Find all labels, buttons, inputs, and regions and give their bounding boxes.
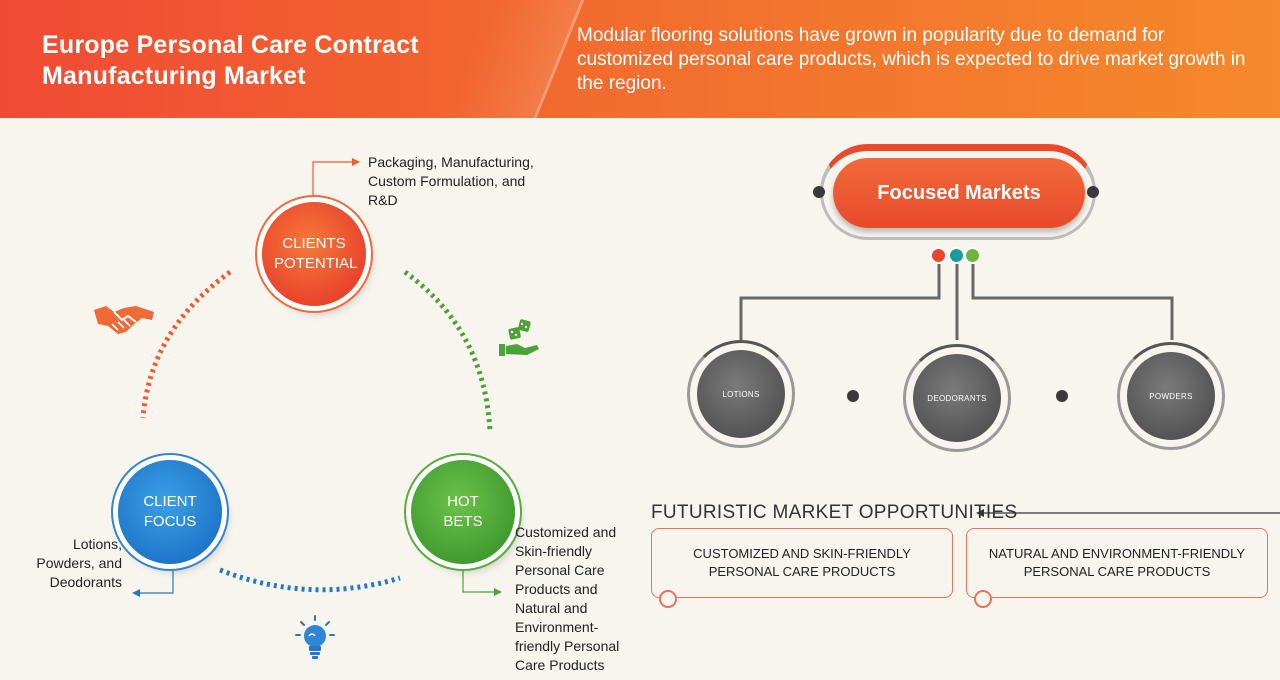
market-separator-2 [1056, 390, 1068, 402]
connector-lotions [739, 262, 941, 340]
hot-bets-label: HOT BETS [443, 493, 483, 530]
market-ring-powders [1117, 342, 1225, 450]
arc-orange [140, 269, 232, 419]
opportunities-arrow-head [976, 509, 984, 517]
focused-markets-dot-red [932, 249, 945, 262]
client-focus-label: CLIENT FOCUS [143, 493, 197, 530]
client-focus-note: Lotions, Powders, and Deodorants [36, 536, 122, 590]
page-title: Europe Personal Care Contract Manufactur… [42, 31, 419, 90]
clients-potential-note: Packaging, Manufacturing, Custom Formula… [368, 154, 534, 208]
market-separator-1 [847, 390, 859, 402]
opportunity-box-1: CUSTOMIZED AND SKIN-FRIENDLY PERSONAL CA… [651, 528, 953, 598]
connector-powders [971, 262, 1174, 340]
lightbulb-icon [295, 615, 335, 659]
market-ring-deodorants [903, 344, 1011, 452]
hand-dice-icon [499, 319, 539, 356]
opportunity-marker-2 [974, 590, 992, 608]
opportunities-title: FUTURISTIC MARKET OPPORTUNITIES [651, 502, 1018, 523]
arc-green [403, 269, 493, 433]
header-description: Modular flooring solutions have grown in… [577, 25, 1246, 94]
hot-bets-circle: HOT BETS [411, 460, 515, 564]
handshake-icon [94, 306, 154, 334]
opportunity-box-2: NATURAL AND ENVIRONMENT-FRIENDLY PERSONA… [966, 528, 1268, 598]
connector-hot-bets [462, 562, 494, 593]
market-lotions: LOTIONS [697, 350, 785, 438]
market-ring-lotions [687, 340, 795, 448]
arc-blue [219, 567, 401, 593]
connector-client-focus [140, 562, 174, 594]
market-powders: POWDERS [1127, 352, 1215, 440]
connector-clients-potential [312, 161, 352, 198]
opportunity-text-2: NATURAL AND ENVIRONMENT-FRIENDLY PERSONA… [988, 546, 1246, 579]
frame-dot-left [813, 186, 825, 198]
opportunity-marker-1 [659, 590, 677, 608]
focused-markets-dot-green [966, 249, 979, 262]
clients-potential-circle: CLIENTS POTENTIAL [262, 202, 366, 306]
focused-markets-dot-teal [950, 249, 963, 262]
frame-dot-right [1087, 186, 1099, 198]
focused-markets-title: Focused Markets [833, 158, 1085, 228]
clients-potential-label: CLIENTS POTENTIAL [274, 235, 358, 272]
hot-bets-note: Customized and Skin-friendly Personal Ca… [515, 524, 620, 673]
client-focus-circle: CLIENT FOCUS [118, 460, 222, 564]
header-banner: Europe Personal Care Contract Manufactur… [0, 0, 1280, 118]
opportunity-text-1: CUSTOMIZED AND SKIN-FRIENDLY PERSONAL CA… [693, 546, 911, 579]
market-deodorants: DEODORANTS [913, 354, 1001, 442]
